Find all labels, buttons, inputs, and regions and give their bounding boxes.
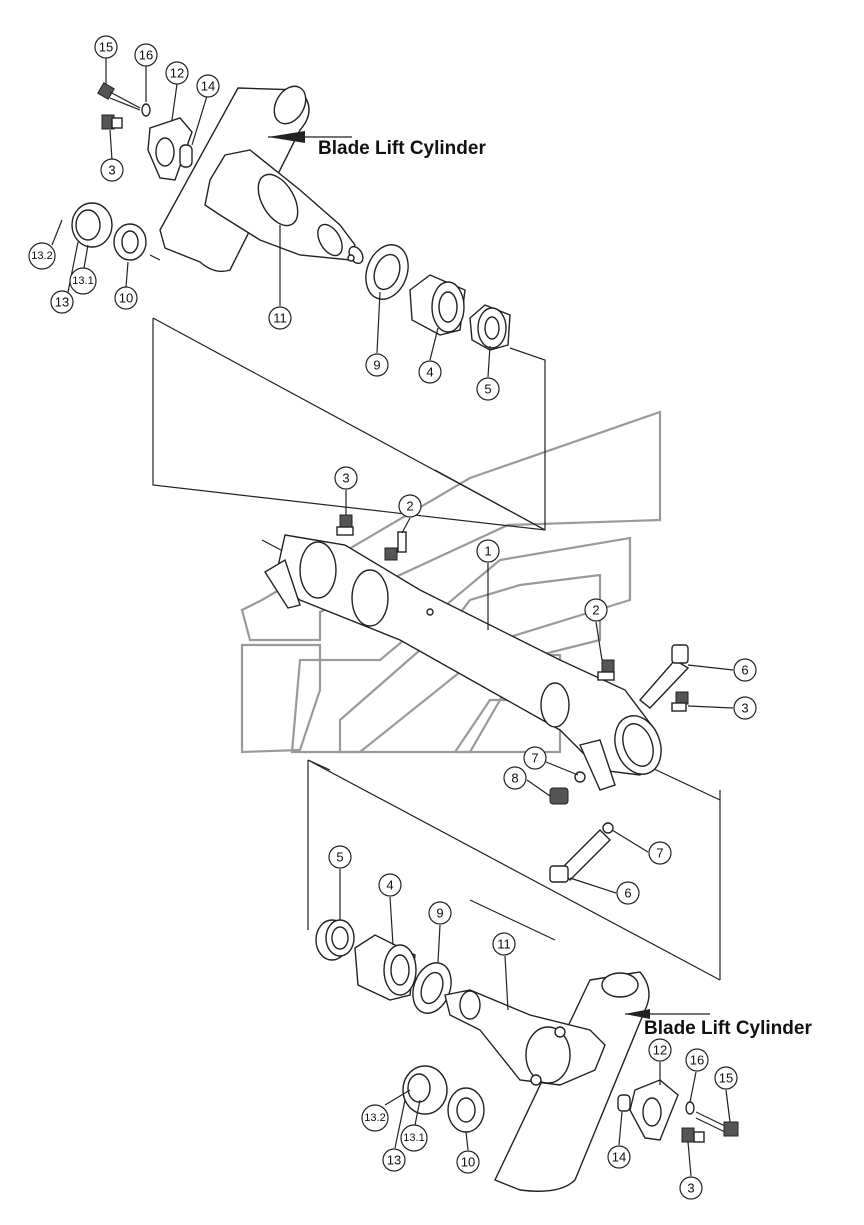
callout-5-top: 5 xyxy=(476,377,500,401)
bottom-bushings xyxy=(315,919,452,1014)
svg-text:1: 1 xyxy=(484,544,491,559)
bottom-right-fasteners xyxy=(617,1079,739,1143)
svg-text:7: 7 xyxy=(656,846,663,861)
svg-text:2: 2 xyxy=(592,603,599,618)
svg-text:13: 13 xyxy=(387,1153,401,1168)
callout-14-top: 14 xyxy=(196,74,220,98)
svg-text:12: 12 xyxy=(653,1043,667,1058)
callout-15-bottom: 15 xyxy=(714,1066,738,1090)
svg-text:11: 11 xyxy=(273,311,287,326)
callout-7-upper: 7 xyxy=(523,746,547,770)
svg-text:15: 15 xyxy=(719,1071,733,1086)
svg-text:13: 13 xyxy=(55,295,69,310)
svg-text:16: 16 xyxy=(139,48,153,63)
top-right-bushings xyxy=(365,244,511,351)
svg-text:9: 9 xyxy=(436,906,443,921)
callout-3-right: 3 xyxy=(733,696,757,720)
svg-text:5: 5 xyxy=(336,850,343,865)
svg-text:15: 15 xyxy=(99,40,113,55)
callout-12-bottom: 12 xyxy=(648,1038,672,1062)
callout-12-top: 12 xyxy=(165,61,189,85)
axle-housing xyxy=(264,534,662,791)
svg-text:13.2: 13.2 xyxy=(31,250,52,262)
callout-2-middle-right: 2 xyxy=(584,598,608,622)
callout-8: 8 xyxy=(503,766,527,790)
callout-14-bottom: 14 xyxy=(607,1145,631,1169)
callout-1: 1 xyxy=(476,539,500,563)
middle-fasteners xyxy=(336,514,690,883)
svg-text:13.1: 13.1 xyxy=(403,1132,424,1144)
top-left-fasteners xyxy=(71,82,193,261)
title-arrows xyxy=(268,131,710,1019)
blade-lift-cylinder-label-bottom: Blade Lift Cylinder xyxy=(644,1018,812,1039)
svg-text:6: 6 xyxy=(624,886,631,901)
blade-lift-cylinder-label-top: Blade Lift Cylinder xyxy=(318,138,486,159)
callout-16-top: 16 xyxy=(134,43,158,67)
callout-6-upper: 6 xyxy=(733,658,757,682)
svg-text:10: 10 xyxy=(119,291,133,306)
svg-text:4: 4 xyxy=(426,365,433,380)
svg-text:9: 9 xyxy=(373,358,380,373)
bottom-cylinder-and-pin xyxy=(402,971,650,1192)
svg-text:13.2: 13.2 xyxy=(364,1112,385,1124)
callout-13-1-top: 13.1 xyxy=(69,267,97,295)
callout-11-top: 11 xyxy=(268,306,292,330)
svg-text:11: 11 xyxy=(497,937,511,952)
callout-10-top: 10 xyxy=(114,286,138,310)
callout-13-2-top: 13.2 xyxy=(28,242,56,270)
callout-3-bottom: 3 xyxy=(679,1176,703,1200)
svg-text:14: 14 xyxy=(201,79,215,94)
svg-text:8: 8 xyxy=(511,771,518,786)
svg-text:4: 4 xyxy=(386,878,393,893)
svg-text:3: 3 xyxy=(108,163,115,178)
callout-5-bottom: 5 xyxy=(328,845,352,869)
callout-16-bottom: 16 xyxy=(685,1048,709,1072)
svg-text:10: 10 xyxy=(461,1155,475,1170)
callout-13-2-bottom: 13.2 xyxy=(361,1104,389,1132)
callout-10-bottom: 10 xyxy=(456,1150,480,1174)
callout-3-middle: 3 xyxy=(334,466,358,490)
callout-3-top: 3 xyxy=(100,158,124,182)
callout-7-lower: 7 xyxy=(648,841,672,865)
callout-9-bottom: 9 xyxy=(428,901,452,925)
callout-6-lower: 6 xyxy=(616,881,640,905)
callout-9-top: 9 xyxy=(365,353,389,377)
svg-text:6: 6 xyxy=(741,663,748,678)
svg-text:7: 7 xyxy=(531,751,538,766)
svg-text:16: 16 xyxy=(690,1053,704,1068)
callout-13-top: 13 xyxy=(50,290,74,314)
svg-text:5: 5 xyxy=(484,382,491,397)
callout-4-bottom: 4 xyxy=(378,873,402,897)
svg-text:3: 3 xyxy=(342,471,349,486)
callout-11-bottom: 11 xyxy=(492,932,516,956)
callout-15-top: 15 xyxy=(94,35,118,59)
svg-text:3: 3 xyxy=(741,701,748,716)
svg-text:2: 2 xyxy=(406,499,413,514)
callout-2-middle-left: 2 xyxy=(398,494,422,518)
svg-text:3: 3 xyxy=(687,1181,694,1196)
svg-text:14: 14 xyxy=(612,1150,626,1165)
svg-text:12: 12 xyxy=(170,66,184,81)
callout-13-1-bottom: 13.1 xyxy=(400,1124,428,1152)
callout-13-bottom: 13 xyxy=(382,1148,406,1172)
svg-text:13.1: 13.1 xyxy=(72,275,93,287)
callout-4-top: 4 xyxy=(418,360,442,384)
top-pivot-pin xyxy=(204,149,364,265)
